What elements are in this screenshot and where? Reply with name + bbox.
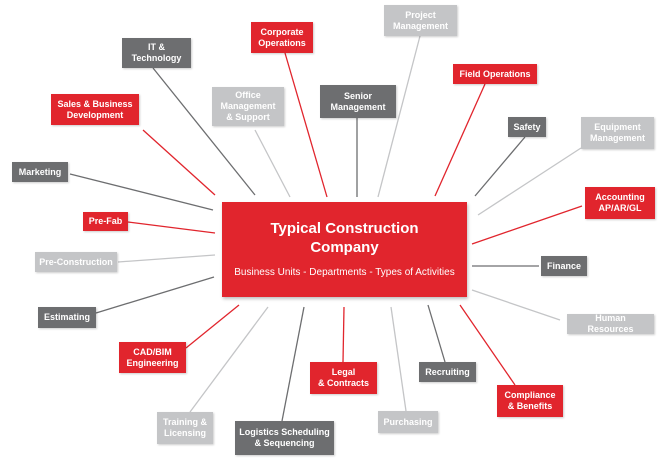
connector-safety — [474, 136, 526, 197]
connector-office — [254, 129, 291, 198]
center-subtitle: Business Units - Departments - Types of … — [234, 267, 455, 278]
center-title: Typical Construction Company — [270, 220, 419, 256]
node-senior: Senior Management — [320, 85, 396, 118]
connector-it — [152, 67, 256, 196]
node-prefab: Pre-Fab — [83, 212, 128, 231]
connector-compliance — [459, 304, 516, 386]
connector-corporate — [284, 52, 328, 198]
connector-purchasing — [390, 306, 407, 412]
connector-hr — [471, 289, 561, 321]
node-compliance: Compliance & Benefits — [497, 385, 563, 417]
node-logistics: Logistics Scheduling & Sequencing — [235, 421, 334, 455]
connector-prefab — [127, 221, 216, 234]
node-it: IT & Technology — [122, 38, 191, 68]
connector-recruiting — [427, 304, 446, 363]
connector-training — [189, 306, 269, 413]
node-marketing: Marketing — [12, 162, 68, 182]
node-training: Training & Licensing — [157, 412, 213, 444]
node-purchasing: Purchasing — [378, 411, 438, 433]
connector-accounting — [471, 205, 583, 245]
node-estimating: Estimating — [38, 307, 96, 328]
connector-logistics — [281, 306, 305, 422]
connector-field — [434, 83, 486, 197]
node-recruiting: Recruiting — [419, 362, 476, 382]
connector-equipment — [477, 147, 582, 216]
node-finance: Finance — [541, 256, 587, 276]
node-hr: Human Resources — [567, 313, 654, 334]
node-sales: Sales & Business Development — [51, 94, 139, 125]
node-project-mgmt: Project Management — [384, 5, 457, 36]
node-preconstruction: Pre-Construction — [35, 252, 117, 272]
node-equipment: Equipment Management — [581, 117, 654, 149]
node-accounting: Accounting AP/AR/GL — [585, 187, 655, 219]
connector-project-mgmt — [377, 35, 421, 198]
node-legal: Legal & Contracts — [310, 362, 377, 394]
connector-legal — [342, 306, 345, 363]
connector-estimating — [95, 276, 215, 314]
connector-cadbim — [185, 304, 240, 349]
node-corporate: Corporate Operations — [251, 22, 313, 53]
node-office: Office Management & Support — [212, 87, 284, 126]
connector-preconstruction — [117, 254, 216, 263]
node-field: Field Operations — [453, 64, 537, 84]
connector-sales — [142, 129, 216, 196]
connector-marketing — [69, 173, 214, 211]
node-safety: Safety — [508, 117, 546, 137]
node-cadbim: CAD/BIM Engineering — [119, 342, 186, 373]
